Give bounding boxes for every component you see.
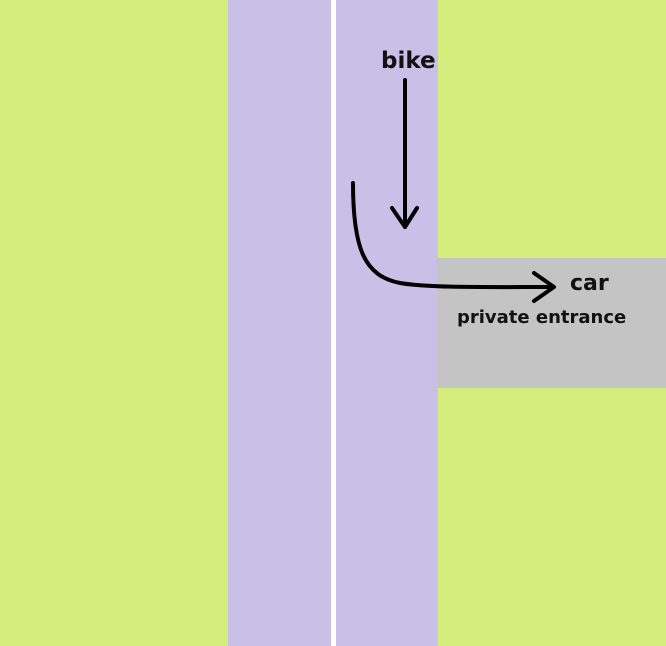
private-entrance-driveway [437, 258, 666, 388]
bike-label: bike [381, 48, 436, 74]
road-center-line [331, 0, 336, 646]
private-entrance-label: private entrance [457, 307, 627, 328]
bike-arrow [390, 78, 419, 229]
car-arrow [351, 181, 556, 303]
car-label: car [570, 271, 609, 296]
car-arrow-curve [351, 181, 555, 290]
bike-arrow-head [390, 206, 419, 229]
car-arrow-head [532, 271, 556, 303]
